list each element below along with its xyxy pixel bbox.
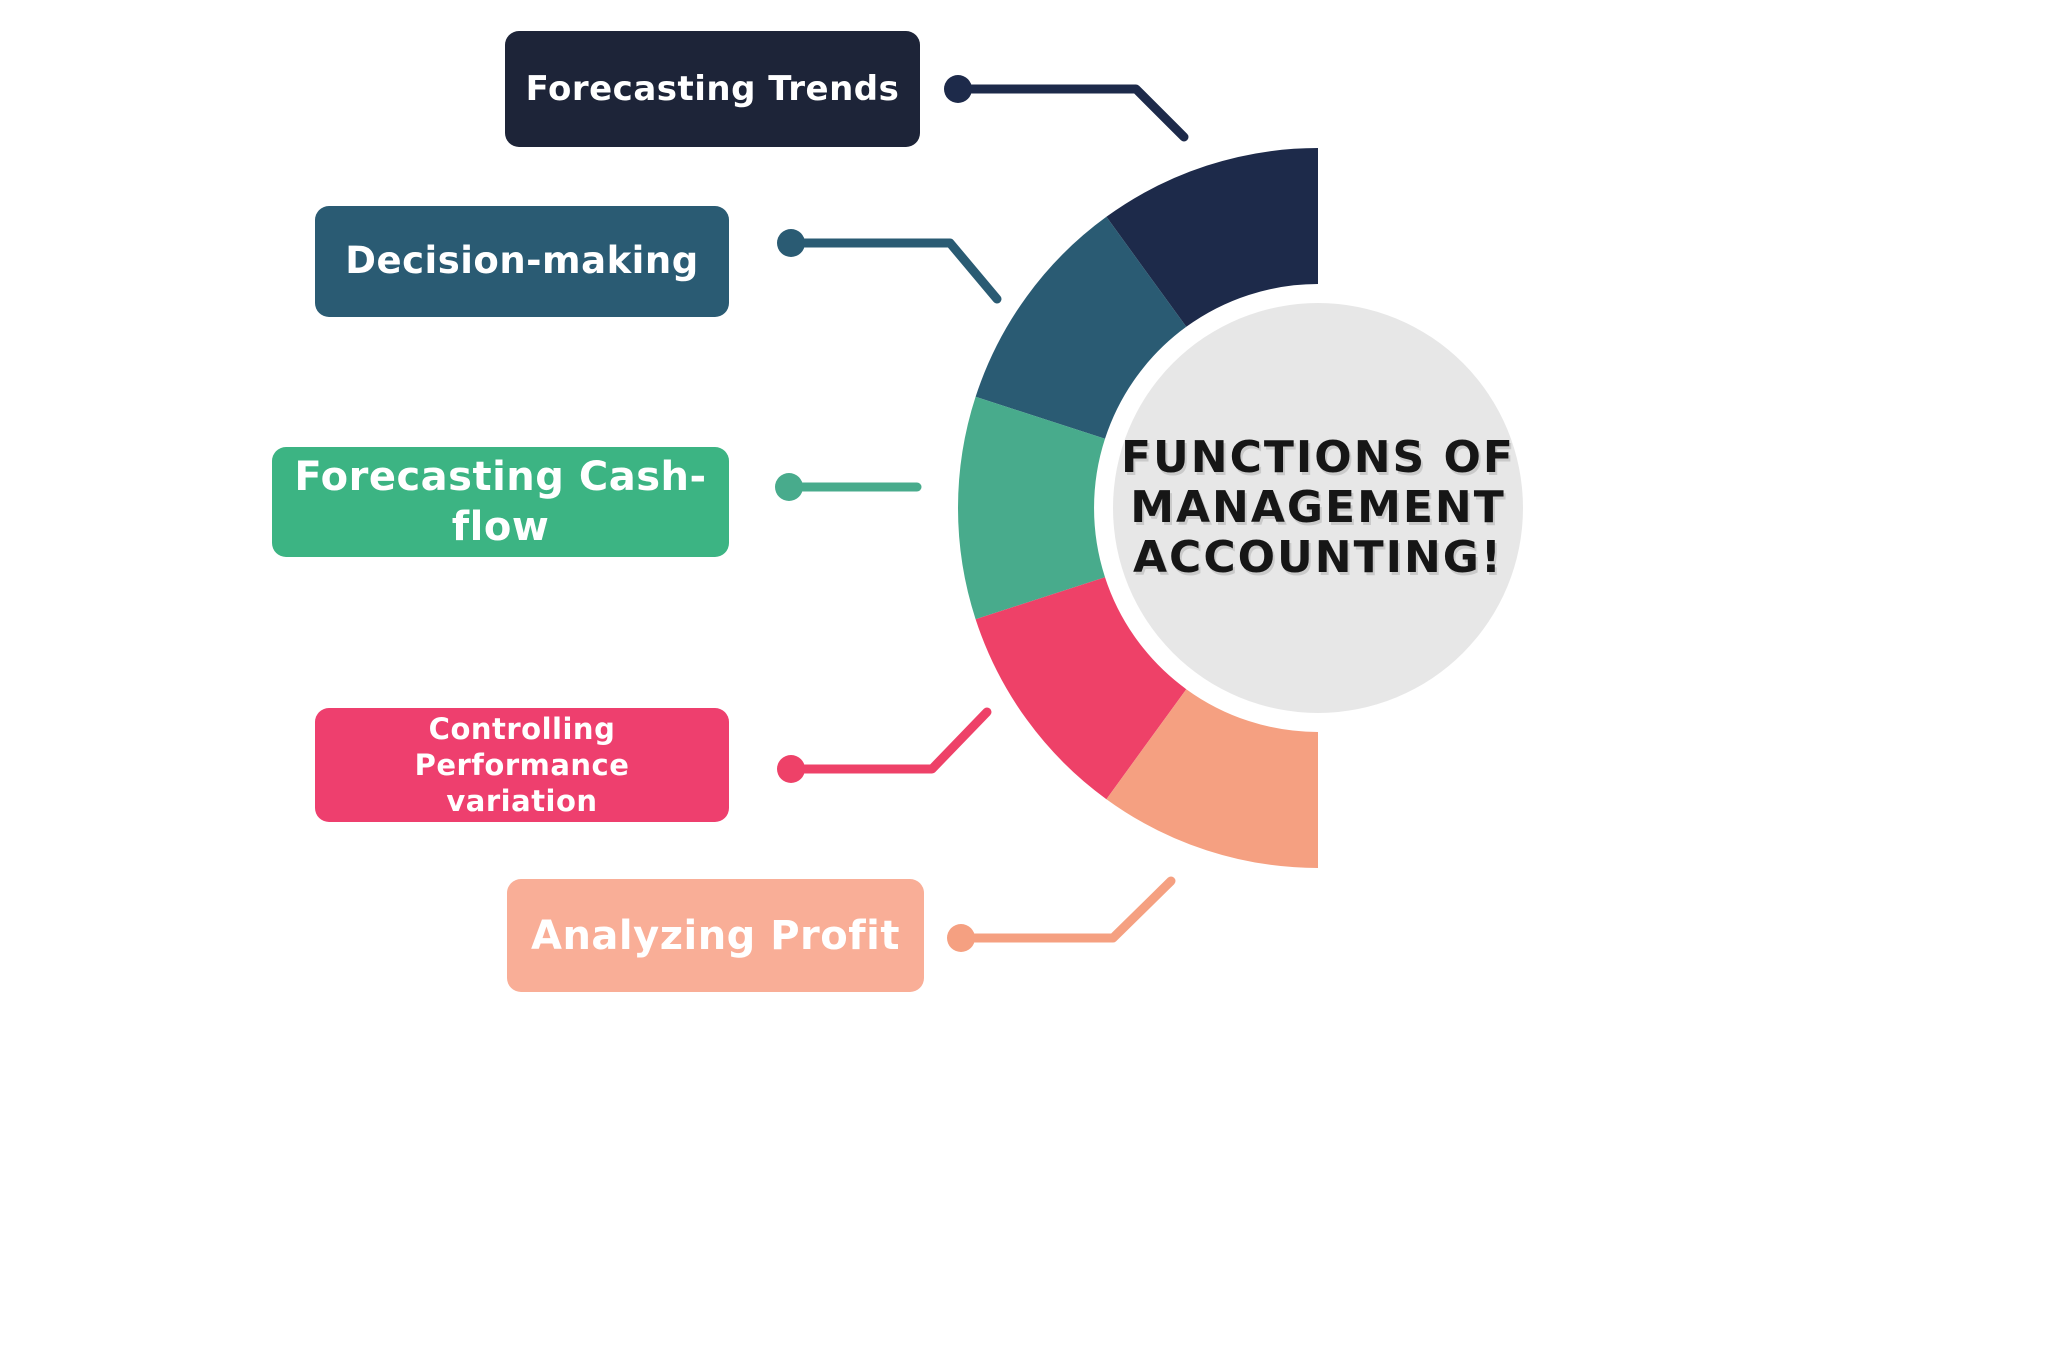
connector-line-analyzing-profit: [956, 876, 1176, 943]
label-text-controlling-performance-variation: Controlling Performance variation: [414, 711, 630, 819]
connector-dot-forecasting-cash-flow: [775, 473, 803, 501]
center-title-line-1: FUNCTIONS OF: [1121, 431, 1515, 483]
center-title-line-2: MANAGEMENT: [1130, 481, 1506, 533]
donut-segment-analyzing-profit: [1106, 689, 1318, 868]
label-text-analyzing-profit: Analyzing Profit: [531, 912, 900, 959]
connector-decision-making: [777, 229, 1002, 304]
connector-dot-forecasting-trends: [944, 75, 972, 103]
label-box-controlling-performance-variation: Controlling Performance variation: [315, 708, 729, 822]
connector-dot-decision-making: [777, 229, 805, 257]
center-circle: [1113, 303, 1523, 713]
center-title-line-3: ACCOUNTING!: [1133, 532, 1503, 584]
connector-forecasting-cash-flow: [775, 473, 922, 501]
connector-controlling-performance-variation: [777, 707, 992, 783]
donut-ring: [957, 148, 1318, 868]
donut-segment-forecasting-cash-flow: [957, 396, 1105, 620]
label-box-analyzing-profit: Analyzing Profit: [507, 879, 924, 992]
donut-segment-decision-making: [975, 216, 1187, 439]
connector-forecasting-trends: [944, 75, 1189, 142]
donut-segment-controlling-performance-variation: [975, 577, 1187, 800]
connector-line-controlling-performance-variation: [786, 707, 992, 774]
connector-line-forecasting-trends: [953, 84, 1189, 142]
label-box-decision-making: Decision-making: [315, 206, 729, 317]
label-box-forecasting-cash-flow: Forecasting Cash-flow: [272, 447, 729, 557]
connector-line-decision-making: [786, 238, 1002, 304]
label-text-decision-making: Decision-making: [345, 239, 699, 283]
label-text-forecasting-cash-flow: Forecasting Cash-flow: [294, 454, 707, 550]
connector-dot-analyzing-profit: [947, 924, 975, 952]
label-box-forecasting-trends: Forecasting Trends: [505, 31, 920, 147]
donut-segment-forecasting-trends: [1106, 148, 1318, 327]
connector-dot-controlling-performance-variation: [777, 755, 805, 783]
center-title: FUNCTIONS OF MANAGEMENT ACCOUNTING!: [1113, 303, 1523, 713]
label-text-forecasting-trends: Forecasting Trends: [525, 68, 900, 109]
connector-analyzing-profit: [947, 876, 1176, 952]
